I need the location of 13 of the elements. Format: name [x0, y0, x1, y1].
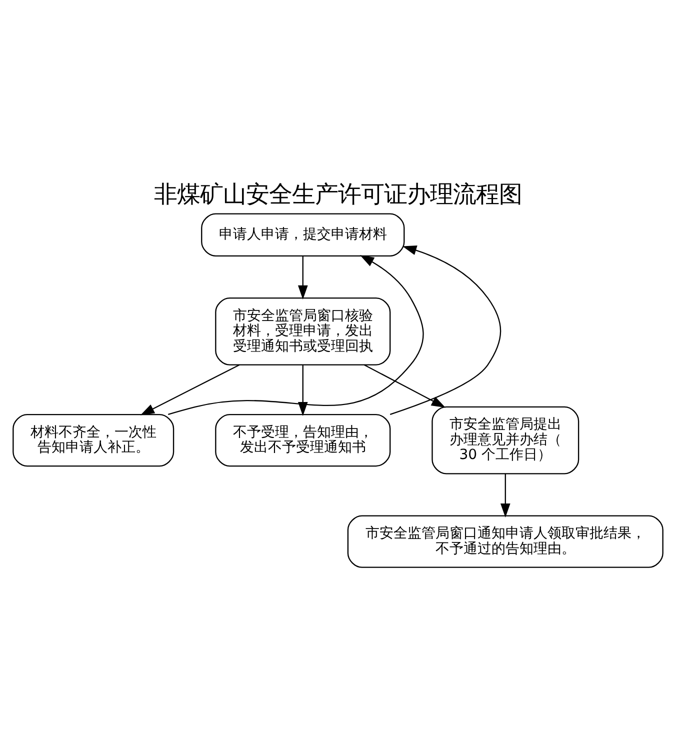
node-box: 市安全监管局窗口核验材料，受理申请，发出受理通知书或受理回执: [215, 298, 391, 366]
arrow: [298, 256, 308, 300]
node-box: 不予受理，告知理由，发出不予受理通知书: [215, 414, 391, 467]
node-box: 材料不齐全，一次性告知申请人补正。: [12, 414, 174, 467]
arrow: [390, 246, 502, 415]
arrow: [364, 364, 446, 408]
arrow: [140, 364, 240, 416]
arrow: [168, 255, 424, 415]
node-box: 市安全监管局窗口通知申请人领取审批结果，不予通过的告知理由。: [347, 515, 664, 568]
arrow: [500, 474, 510, 518]
diagram-title: 非煤矿山安全生产许可证办理流程图: [154, 180, 522, 208]
node-box: 市安全监管局提出办理意见并办结（30 个工作日）: [432, 406, 580, 474]
node-box: 申请人申请，提交申请材料: [201, 213, 405, 257]
